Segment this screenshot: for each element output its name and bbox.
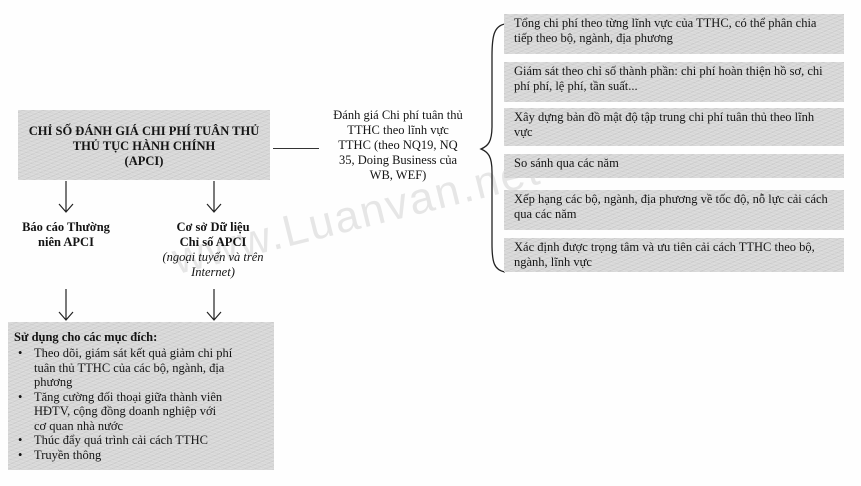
annual-report-node: Báo cáo Thường niên APCI	[22, 220, 110, 249]
uses-heading: Sử dụng cho các mục đích:	[14, 330, 158, 344]
uses-box: Sử dụng cho các mục đích: Theo dõi, giám…	[8, 322, 274, 470]
list-item: Thúc đẩy quá trình cải cách TTHC	[8, 433, 274, 448]
right-item-6: Xác định được trọng tâm và ưu tiên cải c…	[504, 238, 844, 272]
connector-line	[273, 148, 319, 149]
apci-database-node: Cơ sở Dữ liệu Chỉ số APCI (ngoại tuyến v…	[162, 220, 264, 279]
uses-list: Theo dõi, giám sát kết quả giảm chi phí …	[8, 346, 274, 462]
cost-assessment-label: Đánh giá Chi phí tuân thủ TTHC theo lĩnh…	[333, 108, 463, 182]
list-item: Tăng cường đối thoại giữa thành viên HĐT…	[8, 390, 274, 434]
curly-brace	[479, 23, 506, 273]
list-item: Truyền thông	[8, 448, 274, 463]
apci-main-box	[18, 110, 270, 180]
right-item-5: Xếp hạng các bộ, ngành, địa phương về tố…	[504, 190, 844, 230]
apci-title: CHỈ SỐ ĐÁNH GIÁ CHI PHÍ TUÂN THỦ THỦ TỤC…	[28, 124, 260, 168]
list-item: Theo dõi, giám sát kết quả giảm chi phí …	[8, 346, 274, 390]
down-arrow-icon	[58, 289, 74, 321]
down-arrow-icon	[206, 289, 222, 321]
right-item-3: Xây dựng bản đồ mật độ tập trung chi phí…	[504, 108, 844, 146]
down-arrow-icon	[206, 181, 222, 213]
right-item-2: Giám sát theo chỉ số thành phần: chi phí…	[504, 62, 844, 102]
right-item-1: Tổng chi phí theo từng lĩnh vực của TTHC…	[504, 14, 844, 54]
down-arrow-icon	[58, 181, 74, 213]
right-item-4: So sánh qua các năm	[504, 154, 844, 178]
